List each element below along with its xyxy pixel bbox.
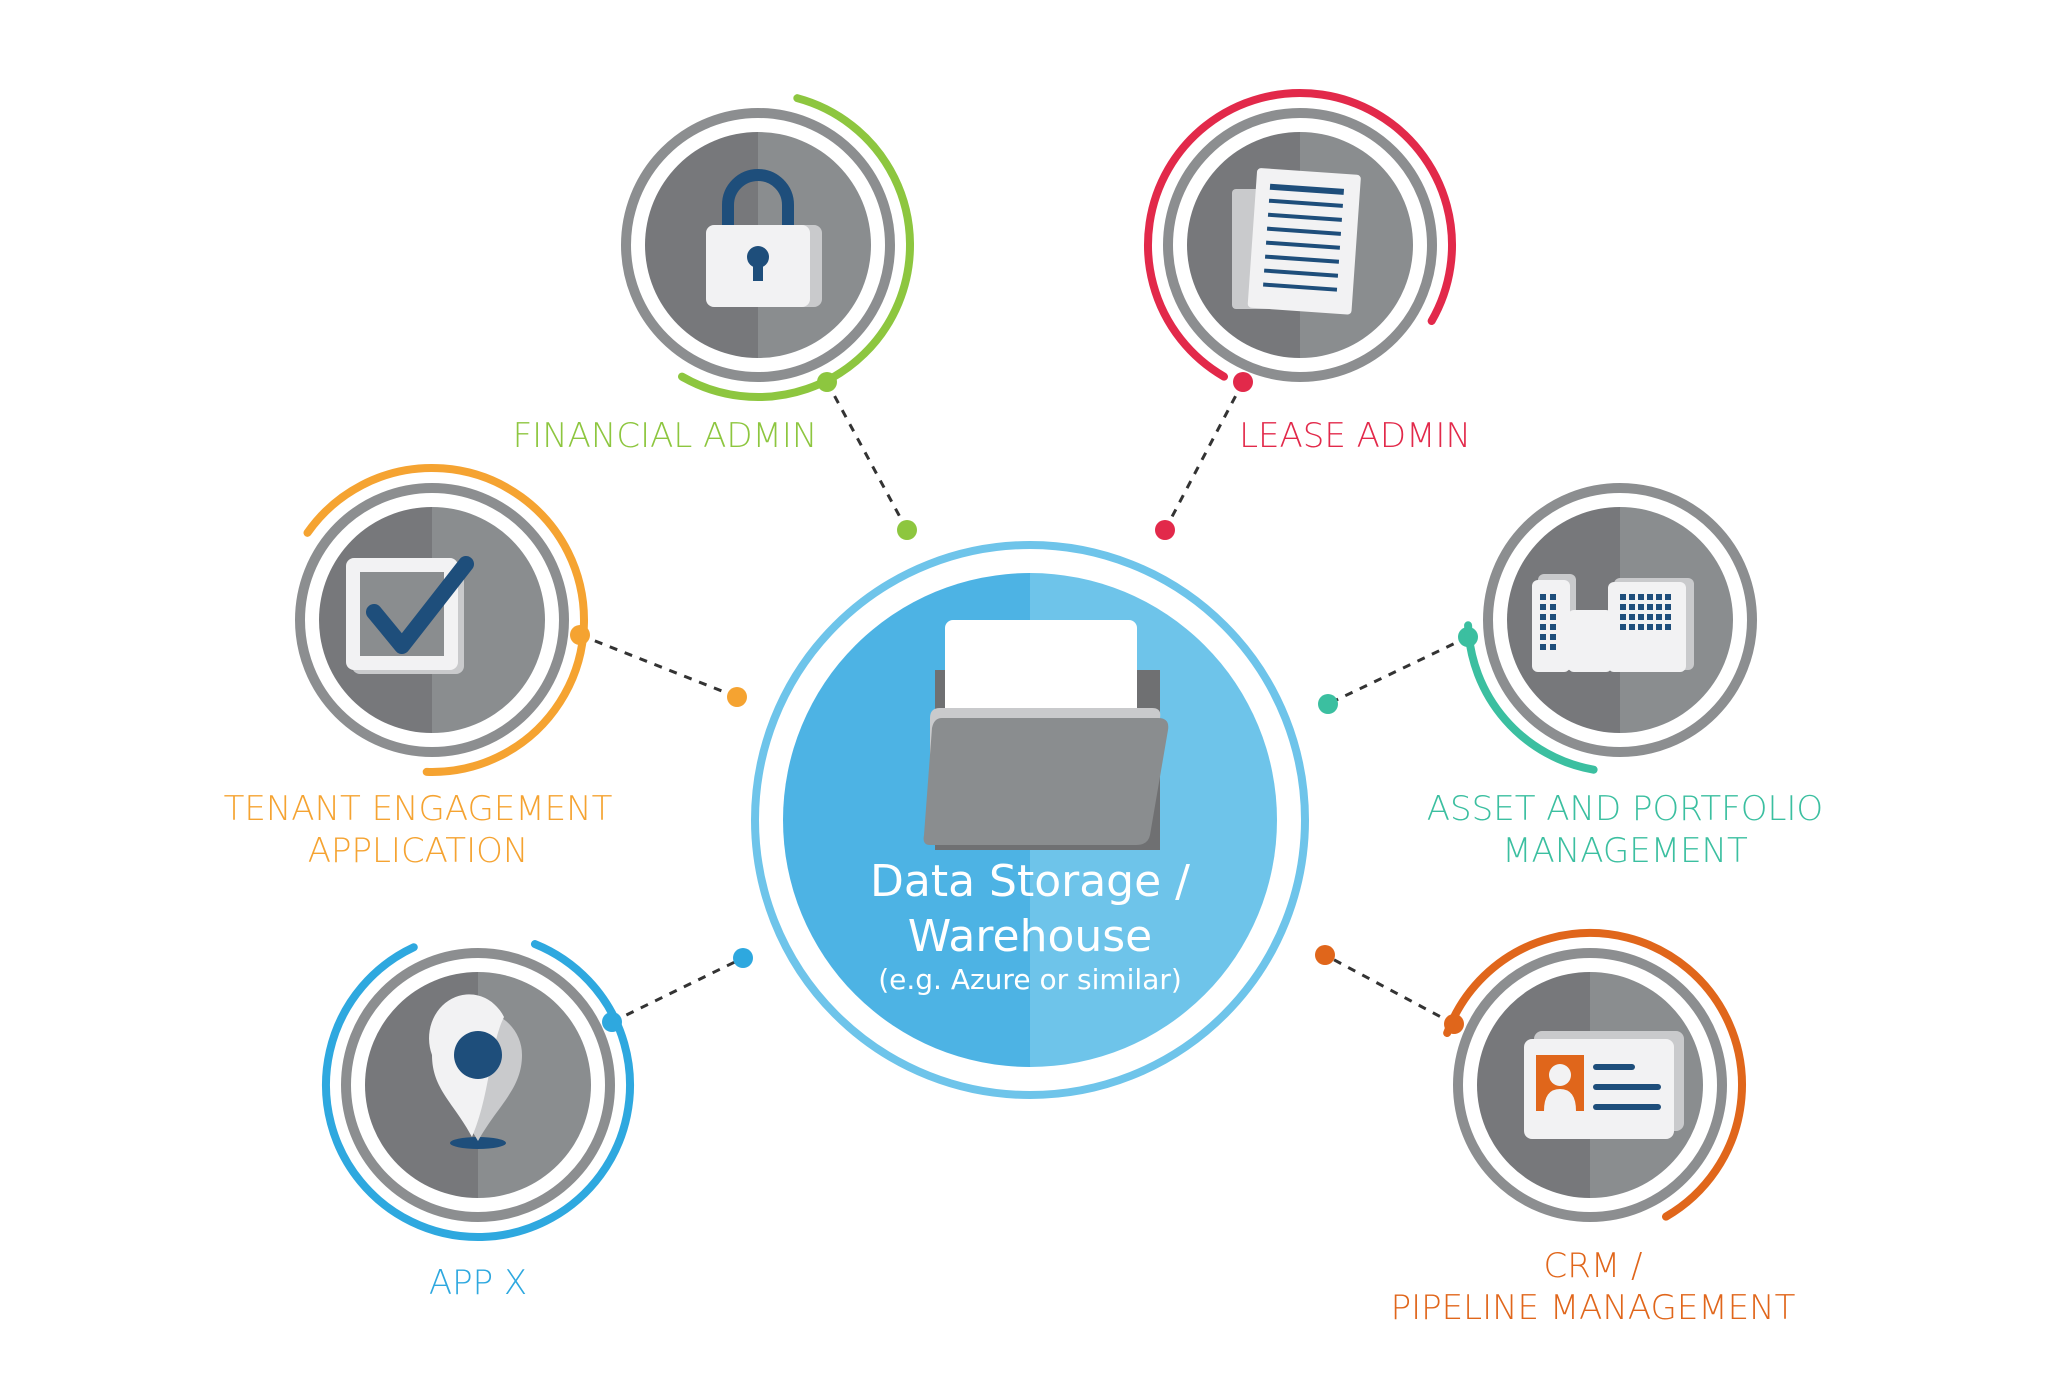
- accent-arc: [1443, 929, 1746, 1221]
- accent-arc: [678, 94, 914, 401]
- label-app-x: APP X: [178, 1262, 778, 1304]
- node-ring: [1453, 948, 1727, 1222]
- folder-icon: [923, 620, 1169, 850]
- dot-outer-lease-admin: [1233, 372, 1253, 392]
- label-line: PIPELINE MANAGEMENT: [1390, 1288, 1796, 1328]
- dot-inner-asset-portfolio: [1318, 694, 1338, 714]
- center-outer-ring: [751, 541, 1309, 1099]
- dot-inner-financial-admin: [897, 520, 917, 540]
- dot-inner-tenant-engagement: [727, 687, 747, 707]
- connector-tenant-engagement: [579, 633, 738, 699]
- node-ring: [621, 108, 895, 382]
- node-ring: [1483, 483, 1757, 757]
- dot-inner-lease-admin: [1155, 520, 1175, 540]
- center-note: (e.g. Azure or similar): [878, 963, 1182, 996]
- accent-arc: [322, 940, 634, 1241]
- buildings-icon: [1532, 574, 1694, 672]
- id-card-icon: [1524, 1031, 1684, 1139]
- map-pin-icon: [429, 994, 522, 1149]
- checkbox-icon: [346, 556, 474, 674]
- label-line: APPLICATION: [307, 831, 529, 871]
- label-crm-pipeline: CRM /PIPELINE MANAGEMENT: [1293, 1245, 1893, 1329]
- label-line: APP X: [428, 1263, 528, 1303]
- node-asset-portfolio: [1464, 483, 1757, 774]
- label-line: MANAGEMENT: [1502, 831, 1748, 871]
- node-lease-admin: [1144, 89, 1456, 382]
- accent-arc: [303, 464, 588, 776]
- node-ring: [1163, 108, 1437, 382]
- dot-inner-crm-pipeline: [1315, 945, 1335, 965]
- connectors: [579, 381, 1469, 1026]
- node-tenant-engagement: [295, 464, 588, 776]
- accent-arc: [1464, 621, 1598, 774]
- label-line: ASSET AND PORTFOLIO: [1426, 789, 1824, 829]
- node-financial-admin: [621, 94, 914, 401]
- label-line: CRM /: [1543, 1246, 1643, 1286]
- central-hub: [751, 541, 1309, 1099]
- label-line: TENANT ENGAGEMENT: [223, 789, 613, 829]
- center-title-line2: Warehouse: [907, 911, 1153, 962]
- connector-financial-admin: [825, 381, 909, 531]
- label-financial-admin: FINANCIAL ADMIN: [365, 415, 965, 457]
- connector-lease-admin: [1163, 381, 1245, 531]
- connector-crm-pipeline: [1324, 953, 1455, 1026]
- padlock-icon: [706, 169, 822, 307]
- label-lease-admin: LEASE ADMIN: [1055, 415, 1655, 457]
- dot-inner-app-x: [733, 948, 753, 968]
- label-line: FINANCIAL ADMIN: [512, 416, 818, 456]
- connector-asset-portfolio: [1327, 635, 1469, 706]
- node-ring: [295, 483, 569, 757]
- node-app-x: [322, 940, 634, 1241]
- accent-arc: [1144, 89, 1456, 381]
- connector-app-x: [611, 956, 744, 1024]
- center-title-line1: Data Storage /: [869, 856, 1190, 907]
- document-icon: [1232, 168, 1361, 315]
- node-ring: [341, 948, 615, 1222]
- node-crm-pipeline: [1443, 929, 1746, 1222]
- label-line: LEASE ADMIN: [1239, 416, 1471, 456]
